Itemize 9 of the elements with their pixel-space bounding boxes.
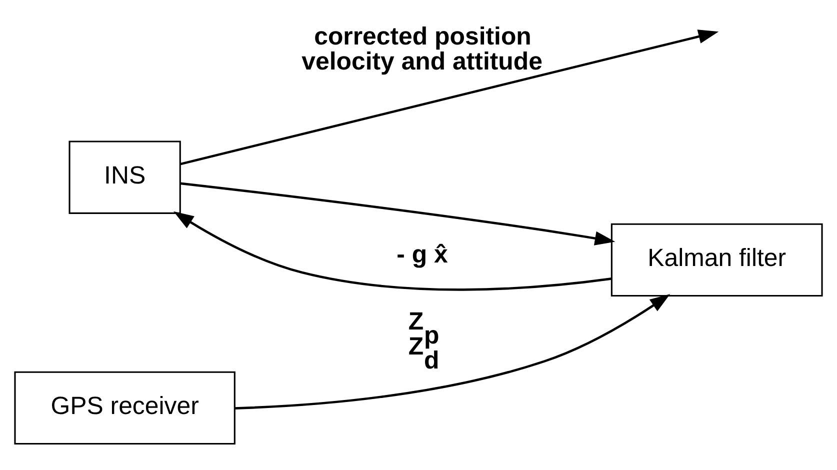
arrow bbox=[234, 294, 670, 410]
node-box: GPS receiver bbox=[14, 371, 236, 445]
edge-label: corrected position velocity and attitude bbox=[302, 22, 542, 76]
arrow bbox=[180, 182, 616, 246]
node-box: INS bbox=[68, 140, 181, 214]
node-box: Kalman filter bbox=[610, 223, 823, 297]
arrow bbox=[180, 30, 719, 166]
arrow bbox=[174, 211, 612, 291]
edge-label: - g x̂ bbox=[396, 240, 448, 269]
